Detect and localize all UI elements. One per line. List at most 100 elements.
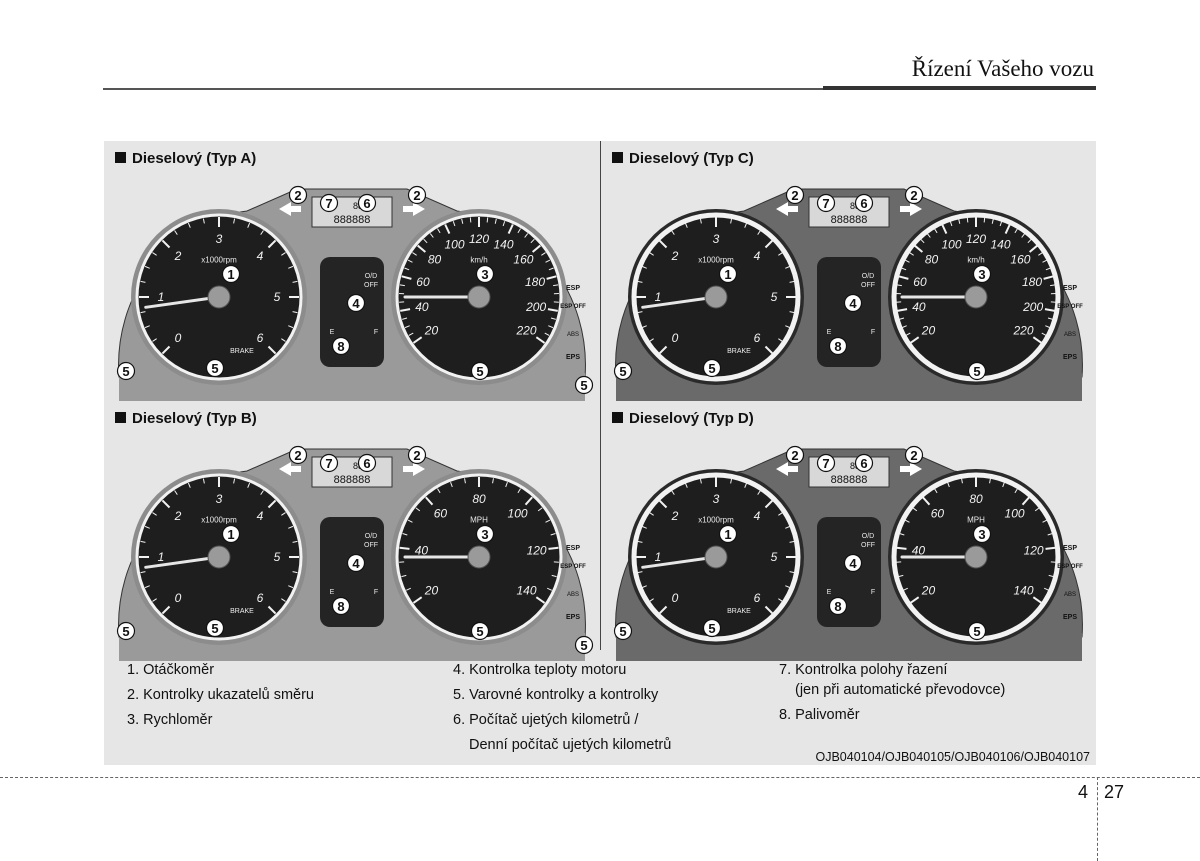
callout-number: 5 [476,364,483,379]
panel-type-c: Dieselový (Typ C) 8888888888O/DOFFEF0123… [604,141,1093,391]
gauge-scale-label: 120 [469,232,489,246]
abs-label: ABS [567,332,579,338]
gauge-unit-label: MPH [967,516,985,525]
gauge-scale-label: 2 [671,509,679,523]
fuel-e-label: E [827,589,832,596]
gauge-scale-label: 60 [416,275,430,289]
callout-number: 3 [978,267,985,282]
gauge: 20406080100120140160180200220km/h [888,209,1064,385]
callout-number: 5 [619,624,626,639]
gauge-scale-label: 1 [158,550,165,564]
legend-column-1: 1. Otáčkoměr 2. Kontrolky ukazatelů směr… [127,658,314,733]
esp-off-label: ESP OFF [1057,304,1083,310]
gauge-scale-label: 5 [274,290,281,304]
legend-item: Denní počítač ujetých kilometrů [453,733,671,758]
gauge-scale-label: 40 [415,300,429,314]
callout-number: 6 [860,456,867,471]
callout-number: 2 [413,188,420,203]
gauge-hub [965,286,987,308]
callout-number: 5 [708,621,715,636]
legend-item: 2. Kontrolky ukazatelů směru [127,683,314,708]
gauge-scale-label: 100 [1005,507,1025,521]
gauge-hub [208,546,230,568]
gauge-scale-label: 160 [513,253,533,267]
callout-number: 5 [122,364,129,379]
gauge-scale-label: 120 [966,232,986,246]
callout-number: 2 [910,448,917,463]
odometer-digits: 888888 [831,474,868,486]
gauge-scale-label: 180 [525,275,545,289]
instrument-cluster-a: 8888888888O/DOFFEF0123456x1000rpm2040608… [107,177,596,401]
callout-number: 1 [724,527,731,542]
gauge-scale-label: 220 [1012,323,1033,337]
off-label: OFF [861,542,875,549]
gauge-scale-label: 2 [174,509,182,523]
legend-item: 4. Kontrolka teploty motoru [453,658,671,683]
gauge-scale-label: 0 [672,591,679,605]
off-label: OFF [364,282,378,289]
esp-label: ESP [566,545,580,552]
gauge-scale-label: 100 [444,237,464,251]
gauge-scale-label: 80 [925,253,939,267]
gauge-scale-label: 2 [174,249,182,263]
gauge-scale-label: 1 [158,290,165,304]
brake-label: BRAKE [727,608,751,615]
gauge-scale-label: 0 [672,331,679,345]
gauge-scale-label: 6 [257,591,264,605]
gauge-scale-label: 0 [175,591,182,605]
odometer-digits: 888888 [831,214,868,226]
gauge-scale-label: 80 [472,492,486,506]
gauge-scale-label: 140 [990,237,1010,251]
gauge-scale-label: 100 [508,507,528,521]
callout-number: 2 [413,448,420,463]
callout-number: 4 [352,556,360,571]
callout-number: 5 [973,364,980,379]
gauge-scale-label: 60 [434,507,448,521]
gauge-scale-label: 40 [912,543,926,557]
gauge-scale-label: 1 [655,290,662,304]
gauge-scale-label: 140 [1013,583,1033,597]
gauge-scale-label: 6 [754,331,761,345]
panel-title: Dieselový (Typ D) [612,410,754,427]
legend-column-3: 7. Kontrolka polohy řazení (jen při auto… [779,658,1005,728]
legend-item: 8. Palivoměr [779,703,1005,728]
gauge-scale-label: 100 [941,237,961,251]
gauge-tick [470,217,471,222]
gauge-scale-label: 2 [671,249,679,263]
off-label: OFF [861,282,875,289]
callout-number: 6 [363,456,370,471]
gauge-hub [965,546,987,568]
abs-label: ABS [1064,332,1076,338]
callout-number: 5 [211,621,218,636]
gauge-scale-label: 120 [527,543,547,557]
gauge-unit-label: x1000rpm [201,256,237,265]
callout-number: 2 [791,448,798,463]
panel-title: Dieselový (Typ B) [115,410,257,427]
callout-number: 3 [481,527,488,542]
brake-label: BRAKE [230,348,254,355]
figure-code: OJB040104/OJB040105/OJB040106/OJB040107 [815,750,1090,764]
callout-number: 6 [860,196,867,211]
figure-divider [600,141,601,650]
od-label: O/D [365,533,377,540]
odometer-digits: 888888 [334,214,371,226]
panel-type-d: Dieselový (Typ D) 8888888888O/DOFFEF0123… [604,401,1093,651]
callout-number: 8 [337,339,344,354]
callout-number: 4 [849,296,857,311]
panel-type-b: Dieselový (Typ B) 8888888888O/DOFFEF0123… [107,401,596,651]
legend-item: 1. Otáčkoměr [127,658,314,683]
gauge-scale-label: 5 [274,550,281,564]
brake-label: BRAKE [230,608,254,615]
callout-number: 5 [476,624,483,639]
callout-number: 5 [580,378,587,393]
eps-label: EPS [566,354,580,361]
fuel-e-label: E [827,329,832,336]
gauge-scale-label: 6 [257,331,264,345]
legend-item: (jen při automatické převodovce) [779,678,1005,703]
gauge-tick [400,548,410,549]
callout-number: 7 [325,456,332,471]
panel-type-a: Dieselový (Typ A) 8888888888O/DOFFEF0123… [107,141,596,391]
eps-label: EPS [566,614,580,621]
page-number: 27 [1104,782,1124,803]
